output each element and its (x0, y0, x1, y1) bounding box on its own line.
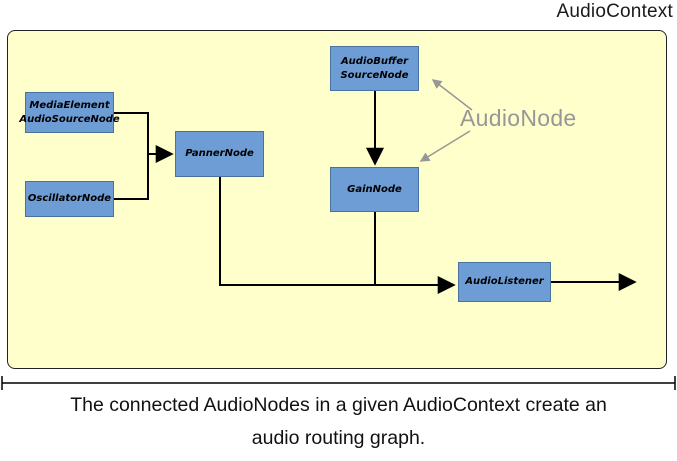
audiocontext-title: AudioContext (556, 1, 673, 22)
audionode-annotation: AudioNode (460, 105, 577, 131)
diagram-caption: The connected AudioNodes in a given Audi… (0, 389, 677, 455)
node-gainnode: GainNode (330, 167, 419, 212)
node-label-line: AudioBuffer (340, 56, 409, 67)
node-label-line: AudioListener (465, 276, 544, 288)
node-pannernode: PannerNode (175, 131, 264, 177)
node-label-line: GainNode (347, 183, 402, 195)
caption-bracket (1, 376, 676, 390)
node-label-line: AudioSourceNode (19, 113, 120, 125)
node-audiolistener: AudioListener (458, 262, 551, 302)
caption-line-1: The connected AudioNodes in a given Audi… (70, 394, 607, 416)
node-oscillatornode: OscillatorNode (25, 181, 114, 217)
node-mediaelement-audiosourcenode: MediaElement AudioSourceNode (19, 92, 120, 133)
node-label-line: MediaElement (29, 100, 110, 111)
node-label-line: OscillatorNode (27, 193, 112, 205)
node-audiobuffer-sourcenode: AudioBuffer SourceNode (330, 46, 419, 91)
node-label-line: PannerNode (185, 148, 254, 160)
caption-line-2: audio routing graph. (251, 427, 426, 449)
node-label-line: SourceNode (340, 69, 409, 81)
